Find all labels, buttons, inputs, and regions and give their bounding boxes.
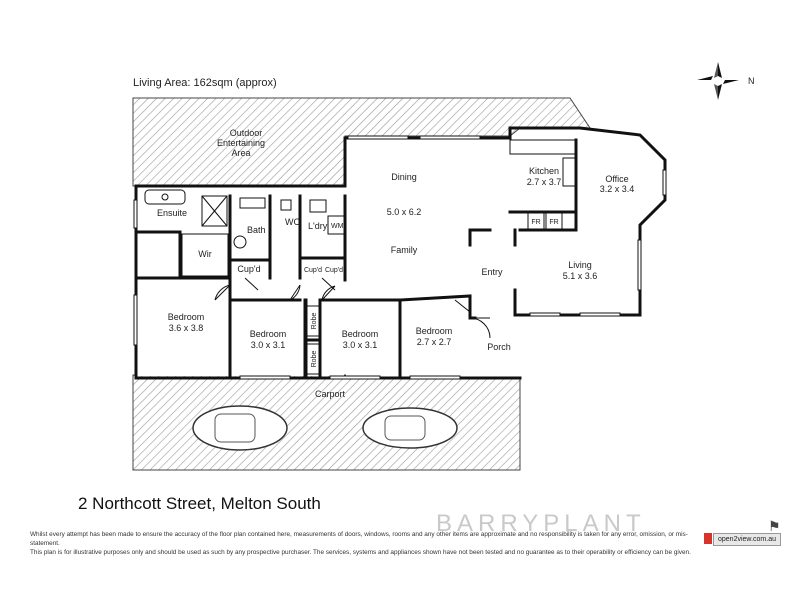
robe-label-2: Robe <box>311 351 318 368</box>
car-right <box>362 407 458 449</box>
ensuite-label: Ensuite <box>157 208 187 218</box>
kitchen-label: Kitchen <box>529 166 559 176</box>
fridge-label-1: FR <box>531 219 540 226</box>
laundry-label: L'dry <box>308 221 328 231</box>
cupd-label-3: Cup'd <box>325 267 343 274</box>
dining-family-dims: 5.0 x 6.2 <box>387 207 422 217</box>
bedroom1-label: Bedroom <box>168 312 205 322</box>
windows <box>133 135 667 380</box>
outdoor-label-3: Area <box>231 148 250 158</box>
kitchen-dims: 2.7 x 3.7 <box>527 177 562 187</box>
bath-label: Bath <box>247 225 266 235</box>
bedroom4-dims: 2.7 x 2.7 <box>417 337 452 347</box>
cupd-label-1: Cup'd <box>237 264 260 274</box>
outdoor-label-2: Entertaining <box>217 138 265 148</box>
bedroom1-dims: 3.6 x 3.8 <box>169 323 204 333</box>
bedroom4-label: Bedroom <box>416 326 453 336</box>
north-arrow-icon: N <box>697 62 755 100</box>
pin-icon: ⚑ <box>768 518 781 534</box>
doors <box>214 277 491 339</box>
fixtures <box>144 139 577 375</box>
bedroom3-label: Bedroom <box>342 329 379 339</box>
office-dims: 3.2 x 3.4 <box>600 184 635 194</box>
wir-label: Wir <box>198 249 212 259</box>
compass-n-label: N <box>748 76 755 86</box>
living-dims: 5.1 x 3.6 <box>563 271 598 281</box>
exterior-walls <box>134 126 667 380</box>
living-area-label: Living Area: 162sqm (approx) <box>133 77 277 89</box>
open2view-badge[interactable]: open2view.com.au <box>713 533 781 546</box>
bedroom2-label: Bedroom <box>250 329 287 339</box>
robe-label-1: Robe <box>311 313 318 330</box>
disclaimer: Whilst every attempt has been made to en… <box>30 530 700 557</box>
entry-label: Entry <box>481 267 503 277</box>
porch-label: Porch <box>487 342 511 352</box>
office-label: Office <box>605 174 628 184</box>
open2view-icon <box>704 533 712 544</box>
carport-label: Carport <box>315 389 346 399</box>
wm-label: WM <box>331 223 344 230</box>
bedroom2-dims: 3.0 x 3.1 <box>251 340 286 350</box>
living-label: Living <box>568 260 592 270</box>
family-label: Family <box>391 245 418 255</box>
disclaimer-line-2: This plan is for illustrative purposes o… <box>30 549 691 556</box>
address-title: 2 Northcott Street, Melton South <box>78 494 321 513</box>
outdoor-label-1: Outdoor <box>230 128 263 138</box>
wc-label: WC <box>285 217 300 227</box>
brand-logo: BARRYPLANT <box>436 510 646 537</box>
car-left <box>192 405 288 451</box>
cupd-label-2: Cup'd <box>304 267 322 274</box>
disclaimer-line-1: Whilst every attempt has been made to en… <box>30 531 688 547</box>
dining-label: Dining <box>391 172 417 182</box>
bedroom3-dims: 3.0 x 3.1 <box>343 340 378 350</box>
fridge-label-2: FR <box>549 219 558 226</box>
